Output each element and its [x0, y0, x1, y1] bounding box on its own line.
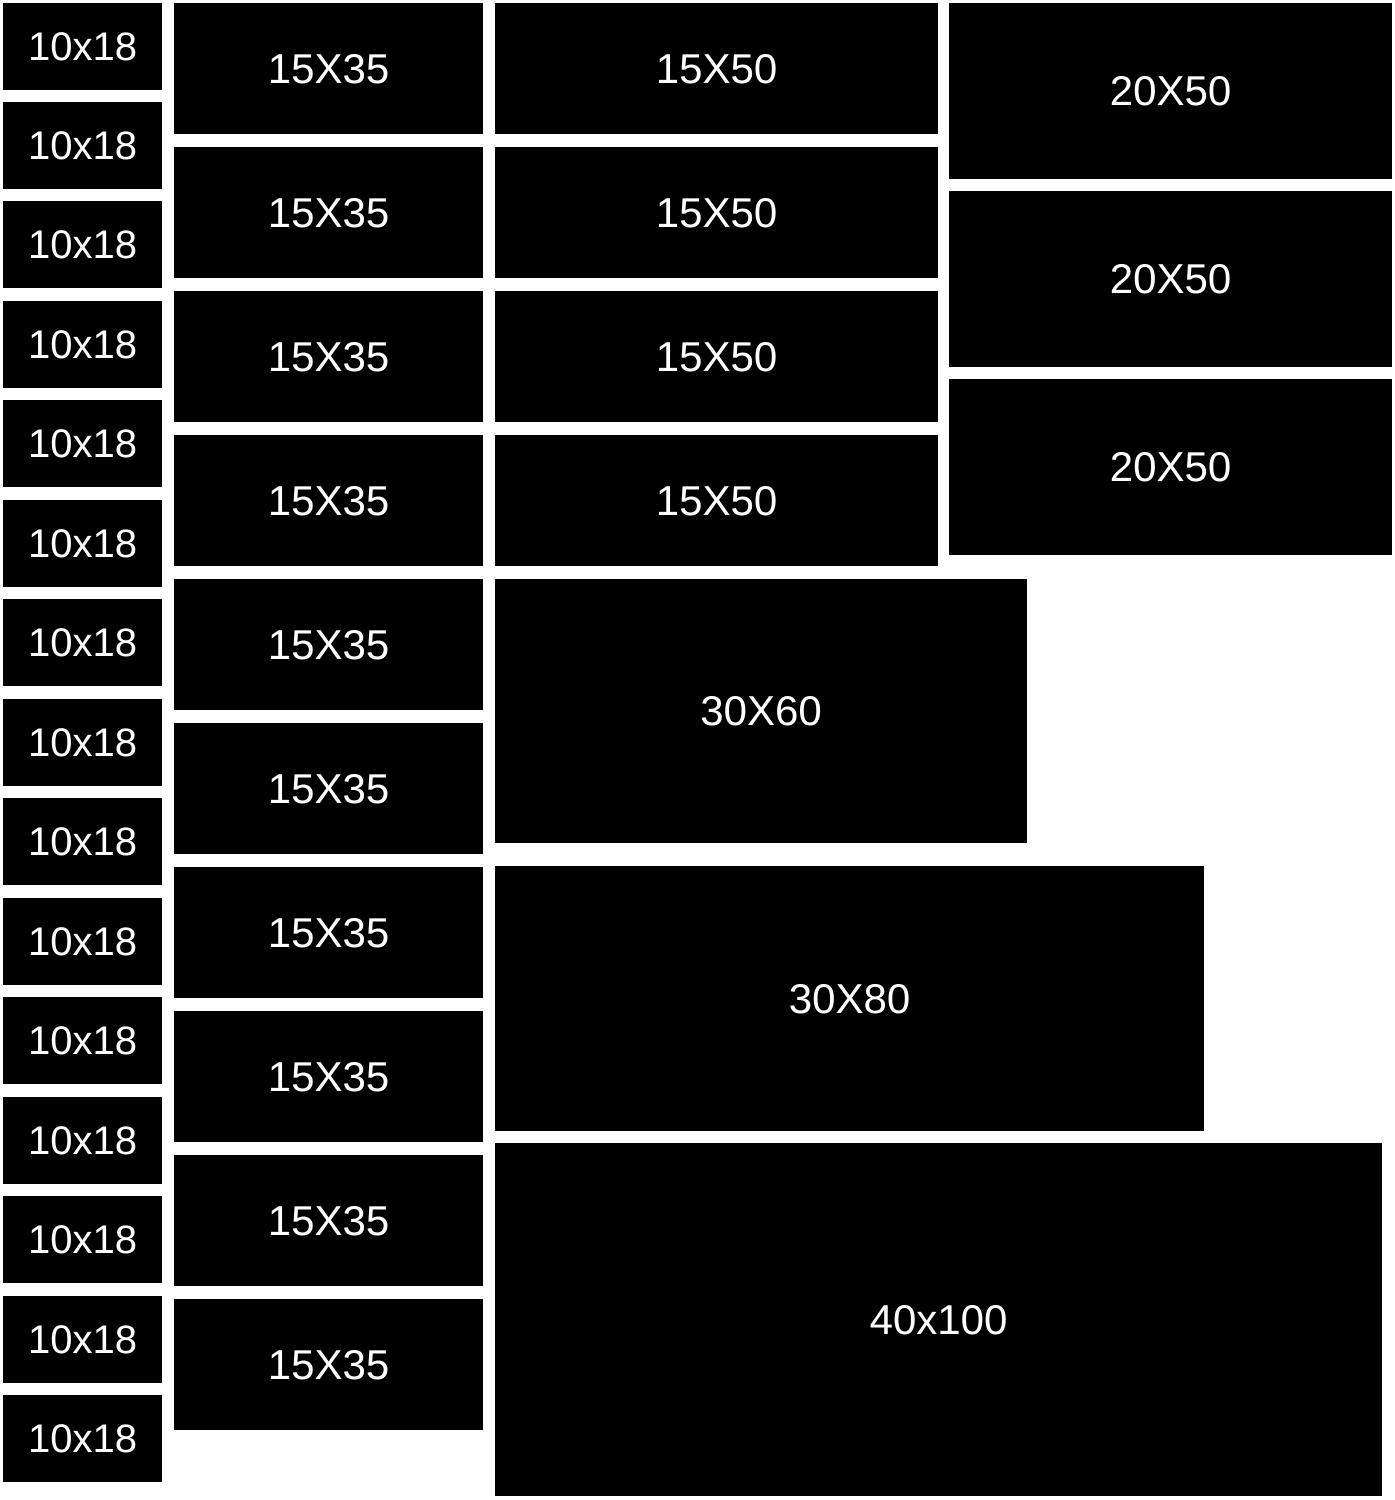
block-label: 10x18	[28, 322, 137, 367]
block-10x18: 10x18	[3, 1395, 162, 1482]
block-label: 15X35	[267, 476, 390, 524]
block-15x35: 15X35	[174, 1011, 483, 1142]
block-label: 15X35	[267, 1196, 390, 1244]
block-10x18: 10x18	[3, 201, 162, 288]
block-label: 10x18	[28, 720, 137, 765]
block-label: 15X35	[267, 908, 390, 956]
block-label: 10x18	[28, 620, 137, 665]
block-label: 30X80	[788, 974, 911, 1022]
block-label: 15X50	[655, 476, 778, 524]
block-label: 20X50	[1109, 255, 1232, 302]
block-15x50: 15X50	[495, 3, 938, 134]
block-label: 15X35	[267, 1340, 390, 1388]
block-10x18: 10x18	[3, 500, 162, 587]
block-label: 10x18	[28, 521, 137, 566]
block-30x60: 30X60	[495, 579, 1027, 843]
block-40x100: 40x100	[495, 1143, 1382, 1496]
block-15x50: 15X50	[495, 147, 938, 278]
block-20x50: 20X50	[949, 191, 1392, 367]
block-15x35: 15X35	[174, 147, 483, 278]
block-label: 10x18	[28, 1317, 137, 1362]
block-label: 15X35	[267, 620, 390, 668]
block-10x18: 10x18	[3, 3, 162, 90]
block-label: 10x18	[28, 1118, 137, 1163]
block-10x18: 10x18	[3, 1097, 162, 1184]
block-15x35: 15X35	[174, 435, 483, 566]
block-label: 10x18	[28, 123, 137, 168]
block-label: 20X50	[1109, 443, 1232, 490]
block-15x35: 15X35	[174, 867, 483, 998]
block-label: 10x18	[28, 421, 137, 466]
block-label: 30X60	[700, 687, 822, 734]
block-10x18: 10x18	[3, 798, 162, 885]
block-10x18: 10x18	[3, 102, 162, 189]
block-10x18: 10x18	[3, 898, 162, 985]
block-10x18: 10x18	[3, 301, 162, 388]
block-15x35: 15X35	[174, 291, 483, 422]
block-label: 20X50	[1109, 67, 1232, 114]
block-label: 10x18	[28, 919, 137, 964]
block-20x50: 20X50	[949, 379, 1392, 555]
block-label: 15X35	[267, 44, 390, 92]
block-label: 10x18	[28, 1217, 137, 1262]
block-10x18: 10x18	[3, 599, 162, 686]
block-15x50: 15X50	[495, 435, 938, 566]
block-label: 15X35	[267, 188, 390, 236]
block-10x18: 10x18	[3, 997, 162, 1084]
block-label: 15X50	[655, 332, 778, 380]
block-15x35: 15X35	[174, 723, 483, 854]
block-label: 15X50	[655, 188, 778, 236]
block-label: 10x18	[28, 819, 137, 864]
block-15x35: 15X35	[174, 579, 483, 710]
block-15x35: 15X35	[174, 1155, 483, 1286]
block-label: 10x18	[28, 1018, 137, 1063]
block-15x35: 15X35	[174, 3, 483, 134]
block-10x18: 10x18	[3, 400, 162, 487]
block-label: 15X50	[655, 44, 778, 92]
block-label: 15X35	[267, 332, 390, 380]
block-10x18: 10x18	[3, 699, 162, 786]
block-20x50: 20X50	[949, 3, 1392, 179]
block-15x35: 15X35	[174, 1299, 483, 1430]
block-label: 10x18	[28, 24, 137, 69]
block-label: 15X35	[267, 1052, 390, 1100]
block-label: 40x100	[869, 1295, 1008, 1343]
block-label: 10x18	[28, 1416, 137, 1461]
block-label: 10x18	[28, 222, 137, 267]
block-10x18: 10x18	[3, 1296, 162, 1383]
block-label: 15X35	[267, 764, 390, 812]
block-15x50: 15X50	[495, 291, 938, 422]
block-30x80: 30X80	[495, 866, 1204, 1131]
block-10x18: 10x18	[3, 1196, 162, 1283]
